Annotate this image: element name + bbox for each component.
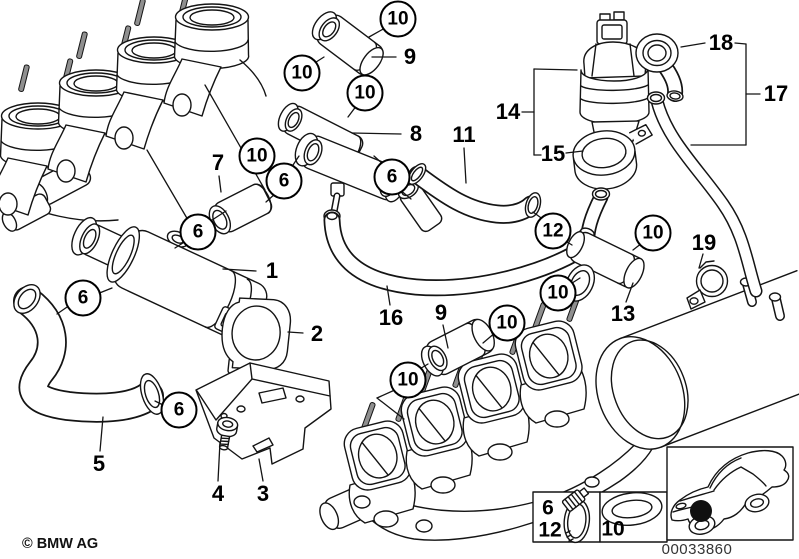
legend-label-clamp-6: 6: [542, 496, 554, 520]
legend-label-oring-10: 10: [601, 517, 625, 541]
car-location-dot: [690, 500, 712, 522]
leader-line: [222, 268, 257, 272]
leader-line: [565, 150, 584, 154]
elbow-18: [635, 33, 684, 102]
callout-19[interactable]: 19: [691, 230, 717, 255]
leader-line: [463, 147, 467, 184]
leader-line: [680, 42, 706, 48]
leader-line: [533, 68, 578, 71]
leader-line: [146, 149, 189, 221]
callout-10[interactable]: 10: [346, 74, 384, 112]
callout-6[interactable]: 6: [179, 213, 217, 251]
hose-9-upper: [311, 11, 384, 76]
callout-12[interactable]: 12: [534, 212, 572, 250]
leader-line: [386, 285, 391, 306]
callout-11[interactable]: 11: [452, 122, 476, 147]
leader-line: [217, 441, 221, 482]
leader-line: [99, 416, 104, 452]
leader-line: [698, 253, 704, 269]
leader-line: [351, 132, 402, 135]
callout-6[interactable]: 6: [160, 391, 198, 429]
leader-line: [287, 331, 304, 334]
callout-15[interactable]: 15: [540, 141, 566, 166]
leader-line: [625, 282, 634, 303]
callout-6[interactable]: 6: [265, 162, 303, 200]
callout-16[interactable]: 16: [378, 305, 404, 330]
callout-10[interactable]: 10: [283, 54, 321, 92]
clip-19: [686, 260, 729, 310]
leader-line: [734, 42, 747, 45]
hose-11: [407, 163, 542, 224]
callout-2[interactable]: 2: [310, 321, 324, 346]
hose-17: [646, 91, 763, 298]
callout-6[interactable]: 6: [373, 158, 411, 196]
clamp-ring-15: [572, 123, 653, 190]
callout-3[interactable]: 3: [256, 481, 270, 506]
leader-line: [442, 324, 449, 349]
car-location-icon: [670, 449, 790, 535]
legend: [532, 446, 794, 544]
callout-18[interactable]: 18: [708, 30, 734, 55]
legend-label-clamp-12: 12: [538, 518, 562, 542]
callout-14[interactable]: 14: [495, 99, 521, 124]
diagram-number: 00033860: [661, 541, 733, 558]
hose-16: [323, 209, 583, 297]
callout-6[interactable]: 6: [64, 279, 102, 317]
sleeve-7: [208, 183, 273, 235]
callout-10[interactable]: 10: [634, 214, 672, 252]
vacuum-tank: [595, 269, 799, 450]
callout-8[interactable]: 8: [409, 121, 423, 146]
leader-line: [376, 397, 405, 420]
throttle-bank-bottom: [319, 291, 660, 541]
hose-5: [13, 283, 165, 423]
hose-clamp-icon: [561, 487, 591, 544]
o-ring-icon: [601, 492, 663, 526]
callout-10[interactable]: 10: [539, 274, 577, 312]
callout-10[interactable]: 10: [389, 361, 427, 399]
callout-7[interactable]: 7: [211, 150, 225, 175]
callout-17[interactable]: 17: [763, 81, 789, 106]
bolt-4: [216, 416, 239, 451]
callout-9[interactable]: 9: [434, 300, 448, 325]
leader-lines: [56, 27, 761, 482]
callout-4[interactable]: 4: [211, 481, 225, 506]
callout-1[interactable]: 1: [265, 258, 279, 283]
copyright-notice: © BMW AG: [22, 536, 99, 552]
callout-13[interactable]: 13: [610, 301, 636, 326]
callout-10[interactable]: 10: [379, 0, 417, 38]
leader-line: [218, 175, 222, 193]
callout-5[interactable]: 5: [92, 451, 106, 476]
leader-line: [258, 458, 264, 482]
clamp-2: [221, 297, 292, 379]
callout-10[interactable]: 10: [488, 304, 526, 342]
callout-9[interactable]: 9: [403, 44, 417, 69]
throttle-bank-top: [0, 0, 267, 232]
